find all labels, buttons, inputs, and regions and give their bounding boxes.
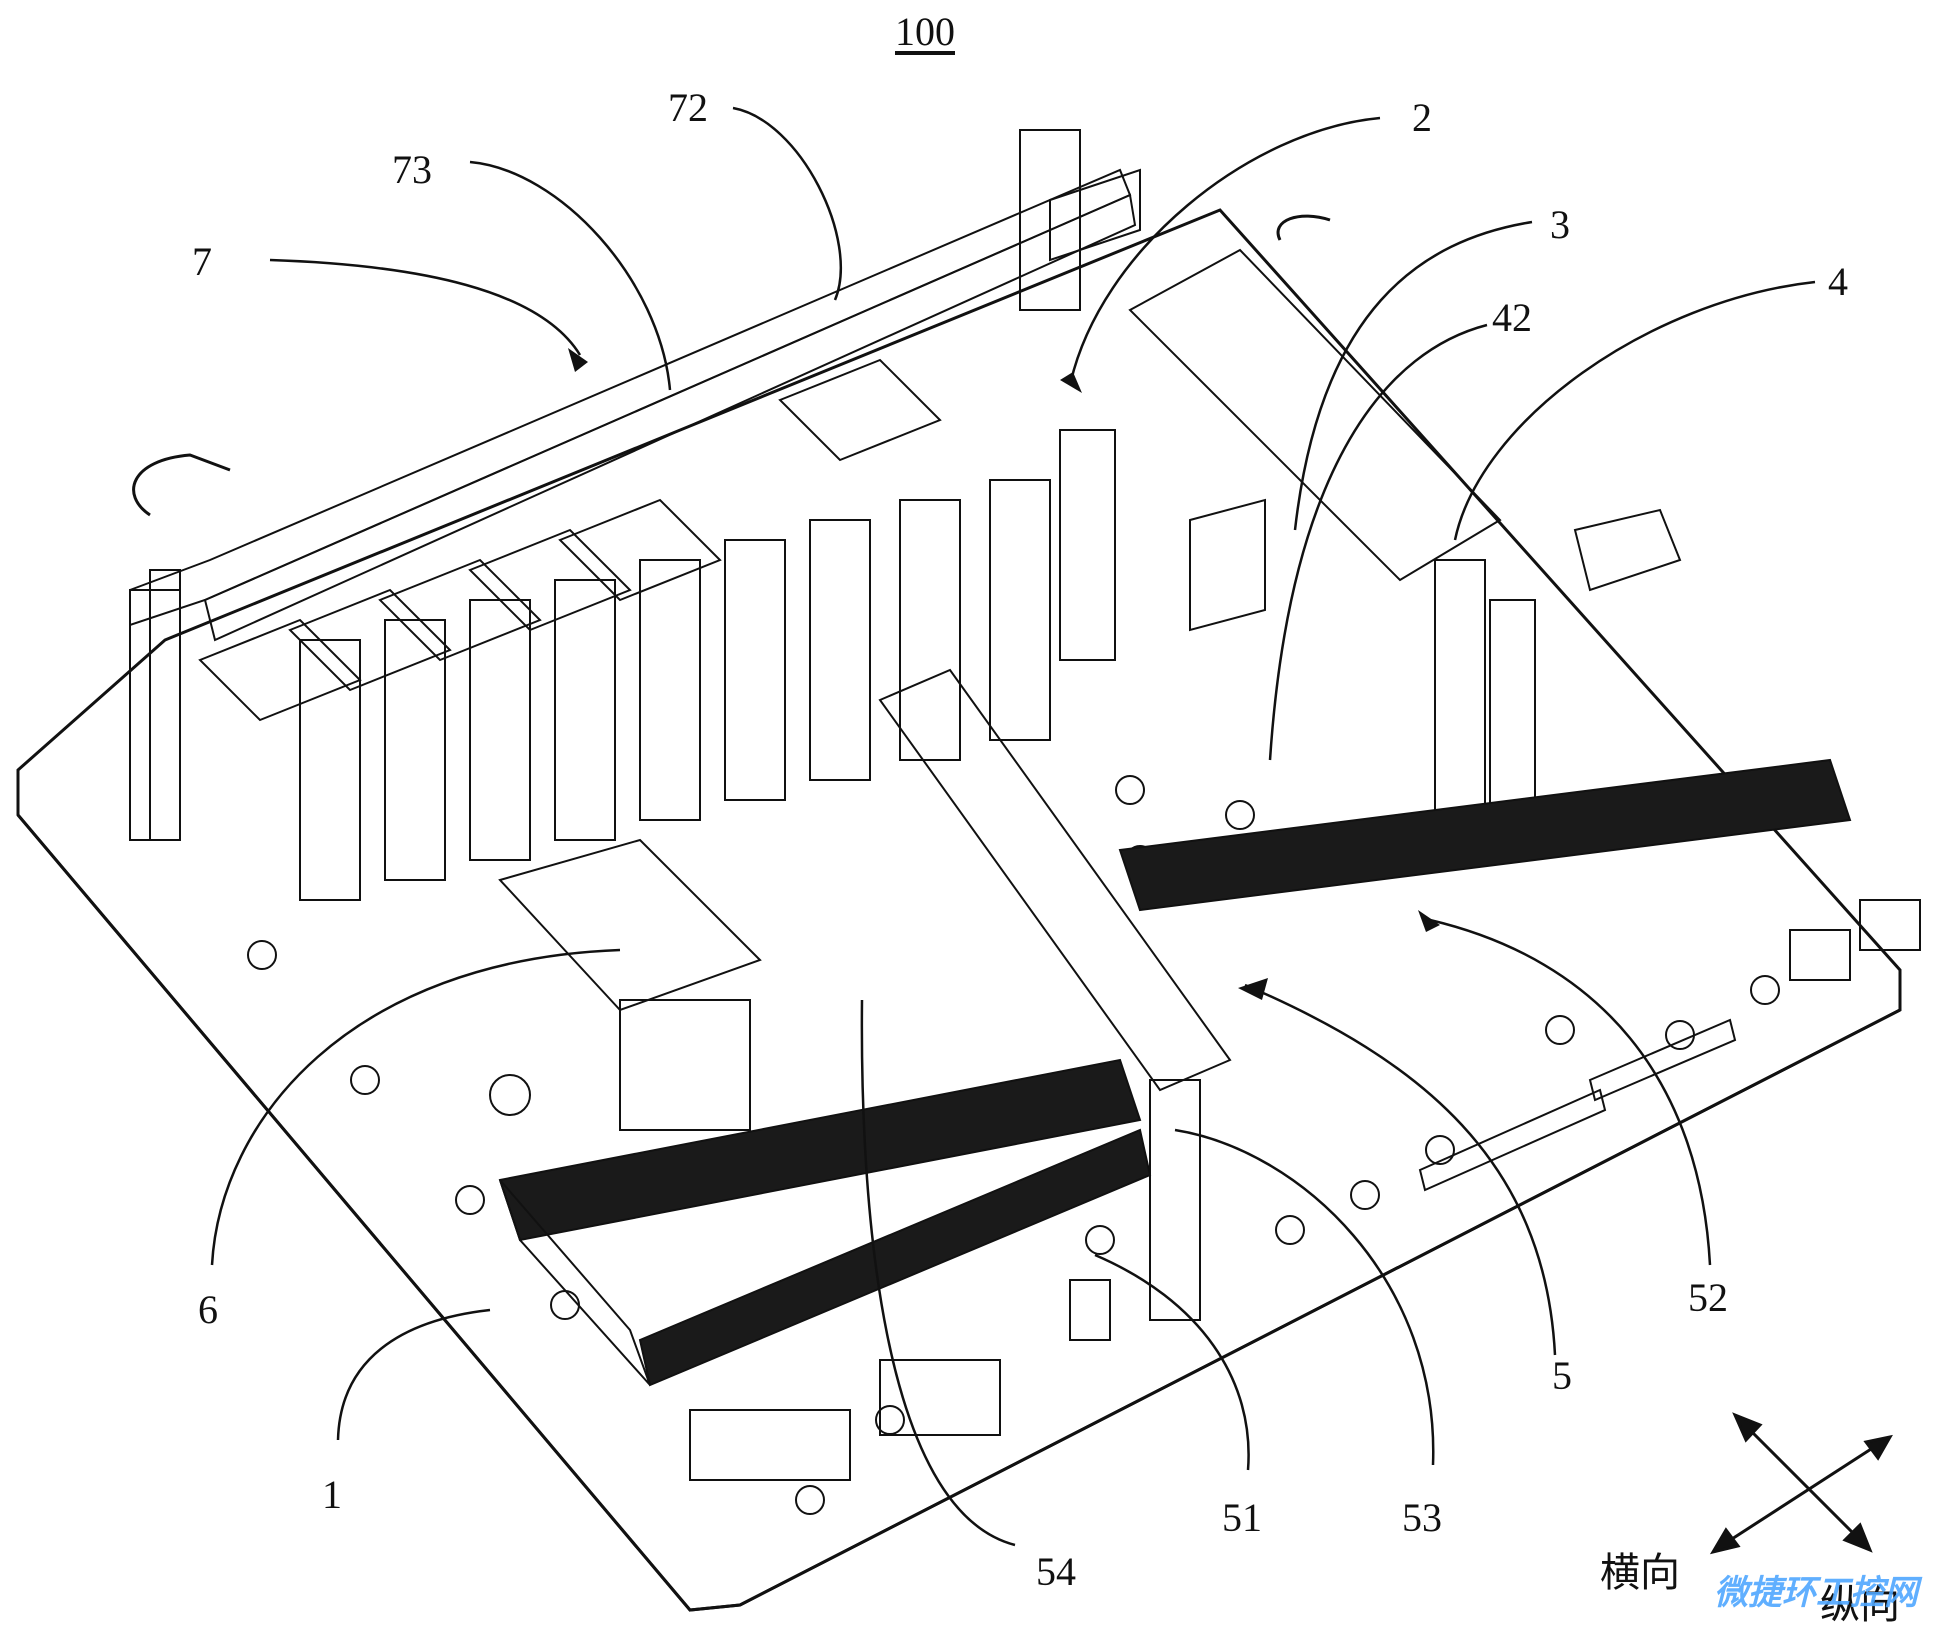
direction-label-transverse: 横向 (1600, 1550, 1680, 1595)
label-3: 3 (1550, 202, 1570, 247)
label-72: 72 (668, 85, 708, 130)
arrowheads (568, 348, 1440, 1000)
label-51: 51 (1222, 1495, 1262, 1540)
label-6: 6 (198, 1287, 218, 1332)
leader-lines (210, 106, 1816, 1547)
direction-arrows (1709, 1412, 1893, 1555)
right-conveyor (1118, 758, 1852, 912)
module-trays (198, 358, 942, 722)
assembly-number: 100 (895, 9, 955, 54)
base-plate (16, 208, 1902, 1612)
watermark: 微捷环工控网 (1714, 1573, 1918, 1613)
direction-label-longitudinal: 纵向 (1820, 1582, 1900, 1627)
label-42: 42 (1492, 295, 1532, 340)
label-2: 2 (1412, 95, 1432, 140)
label-7: 7 (192, 239, 212, 284)
label-53: 53 (1402, 1495, 1442, 1540)
label-54: 54 (1036, 1549, 1076, 1594)
label-52: 52 (1688, 1275, 1728, 1320)
label-73: 73 (392, 147, 432, 192)
module-columns (299, 429, 1116, 901)
label-1: 1 (322, 1472, 342, 1517)
label-4: 4 (1828, 259, 1848, 304)
label-5: 5 (1552, 1353, 1572, 1398)
